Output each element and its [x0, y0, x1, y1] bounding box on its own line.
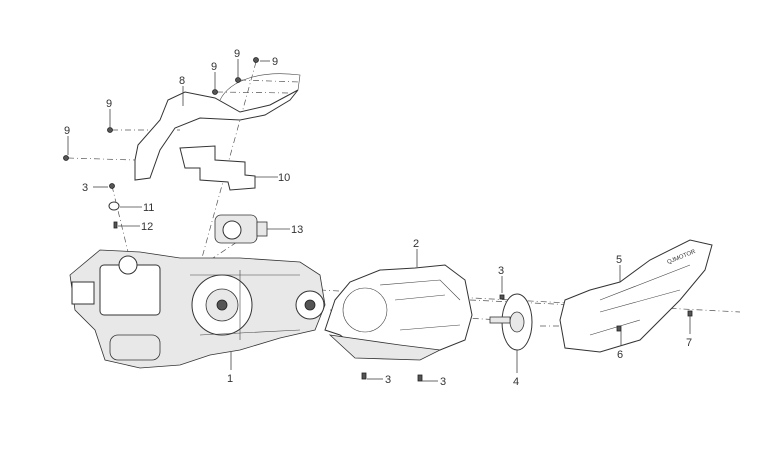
part-13-throttle-body	[214, 214, 268, 244]
callout-3: 3	[498, 265, 504, 277]
callout-9: 9	[211, 61, 217, 73]
part-1-engine	[69, 249, 326, 369]
callout-12: 12	[141, 221, 153, 233]
callout-3: 3	[82, 182, 88, 194]
part-3-bolt	[499, 294, 505, 300]
callout-4: 4	[513, 376, 519, 388]
callout-labels: 9 9 9 9 9 8 10 3 11 12 13 1 2 3 3 3 4 5 …	[64, 48, 692, 388]
part-7-bolt	[687, 310, 693, 317]
callout-3: 3	[385, 374, 391, 386]
part-12-pin	[113, 221, 118, 229]
callout-9: 9	[272, 56, 278, 68]
part-2-crankcase-cover	[324, 264, 473, 361]
part-6-bolt	[616, 325, 622, 332]
part-8-upper-fin	[219, 73, 301, 101]
callout-1: 1	[227, 373, 233, 385]
callout-8: 8	[179, 75, 185, 87]
callout-9: 9	[106, 98, 112, 110]
callout-2: 2	[413, 238, 419, 250]
part-8-heat-shield	[134, 89, 299, 181]
callout-6: 6	[617, 349, 623, 361]
callout-9: 9	[234, 48, 240, 60]
part-10-insulator	[179, 145, 256, 191]
callout-9: 9	[64, 125, 70, 137]
leader-lines	[67, 59, 691, 382]
part-5-outer-cover: QJMOTOR	[559, 239, 713, 353]
callout-11: 11	[143, 202, 154, 214]
callout-7: 7	[686, 337, 692, 349]
part-11-clamp	[108, 201, 120, 211]
part-4-drive-disc	[489, 293, 533, 351]
callout-3: 3	[440, 376, 446, 388]
callout-13: 13	[291, 224, 303, 236]
callout-10: 10	[278, 172, 290, 184]
callout-5: 5	[616, 254, 622, 266]
bolts-9	[63, 57, 423, 382]
